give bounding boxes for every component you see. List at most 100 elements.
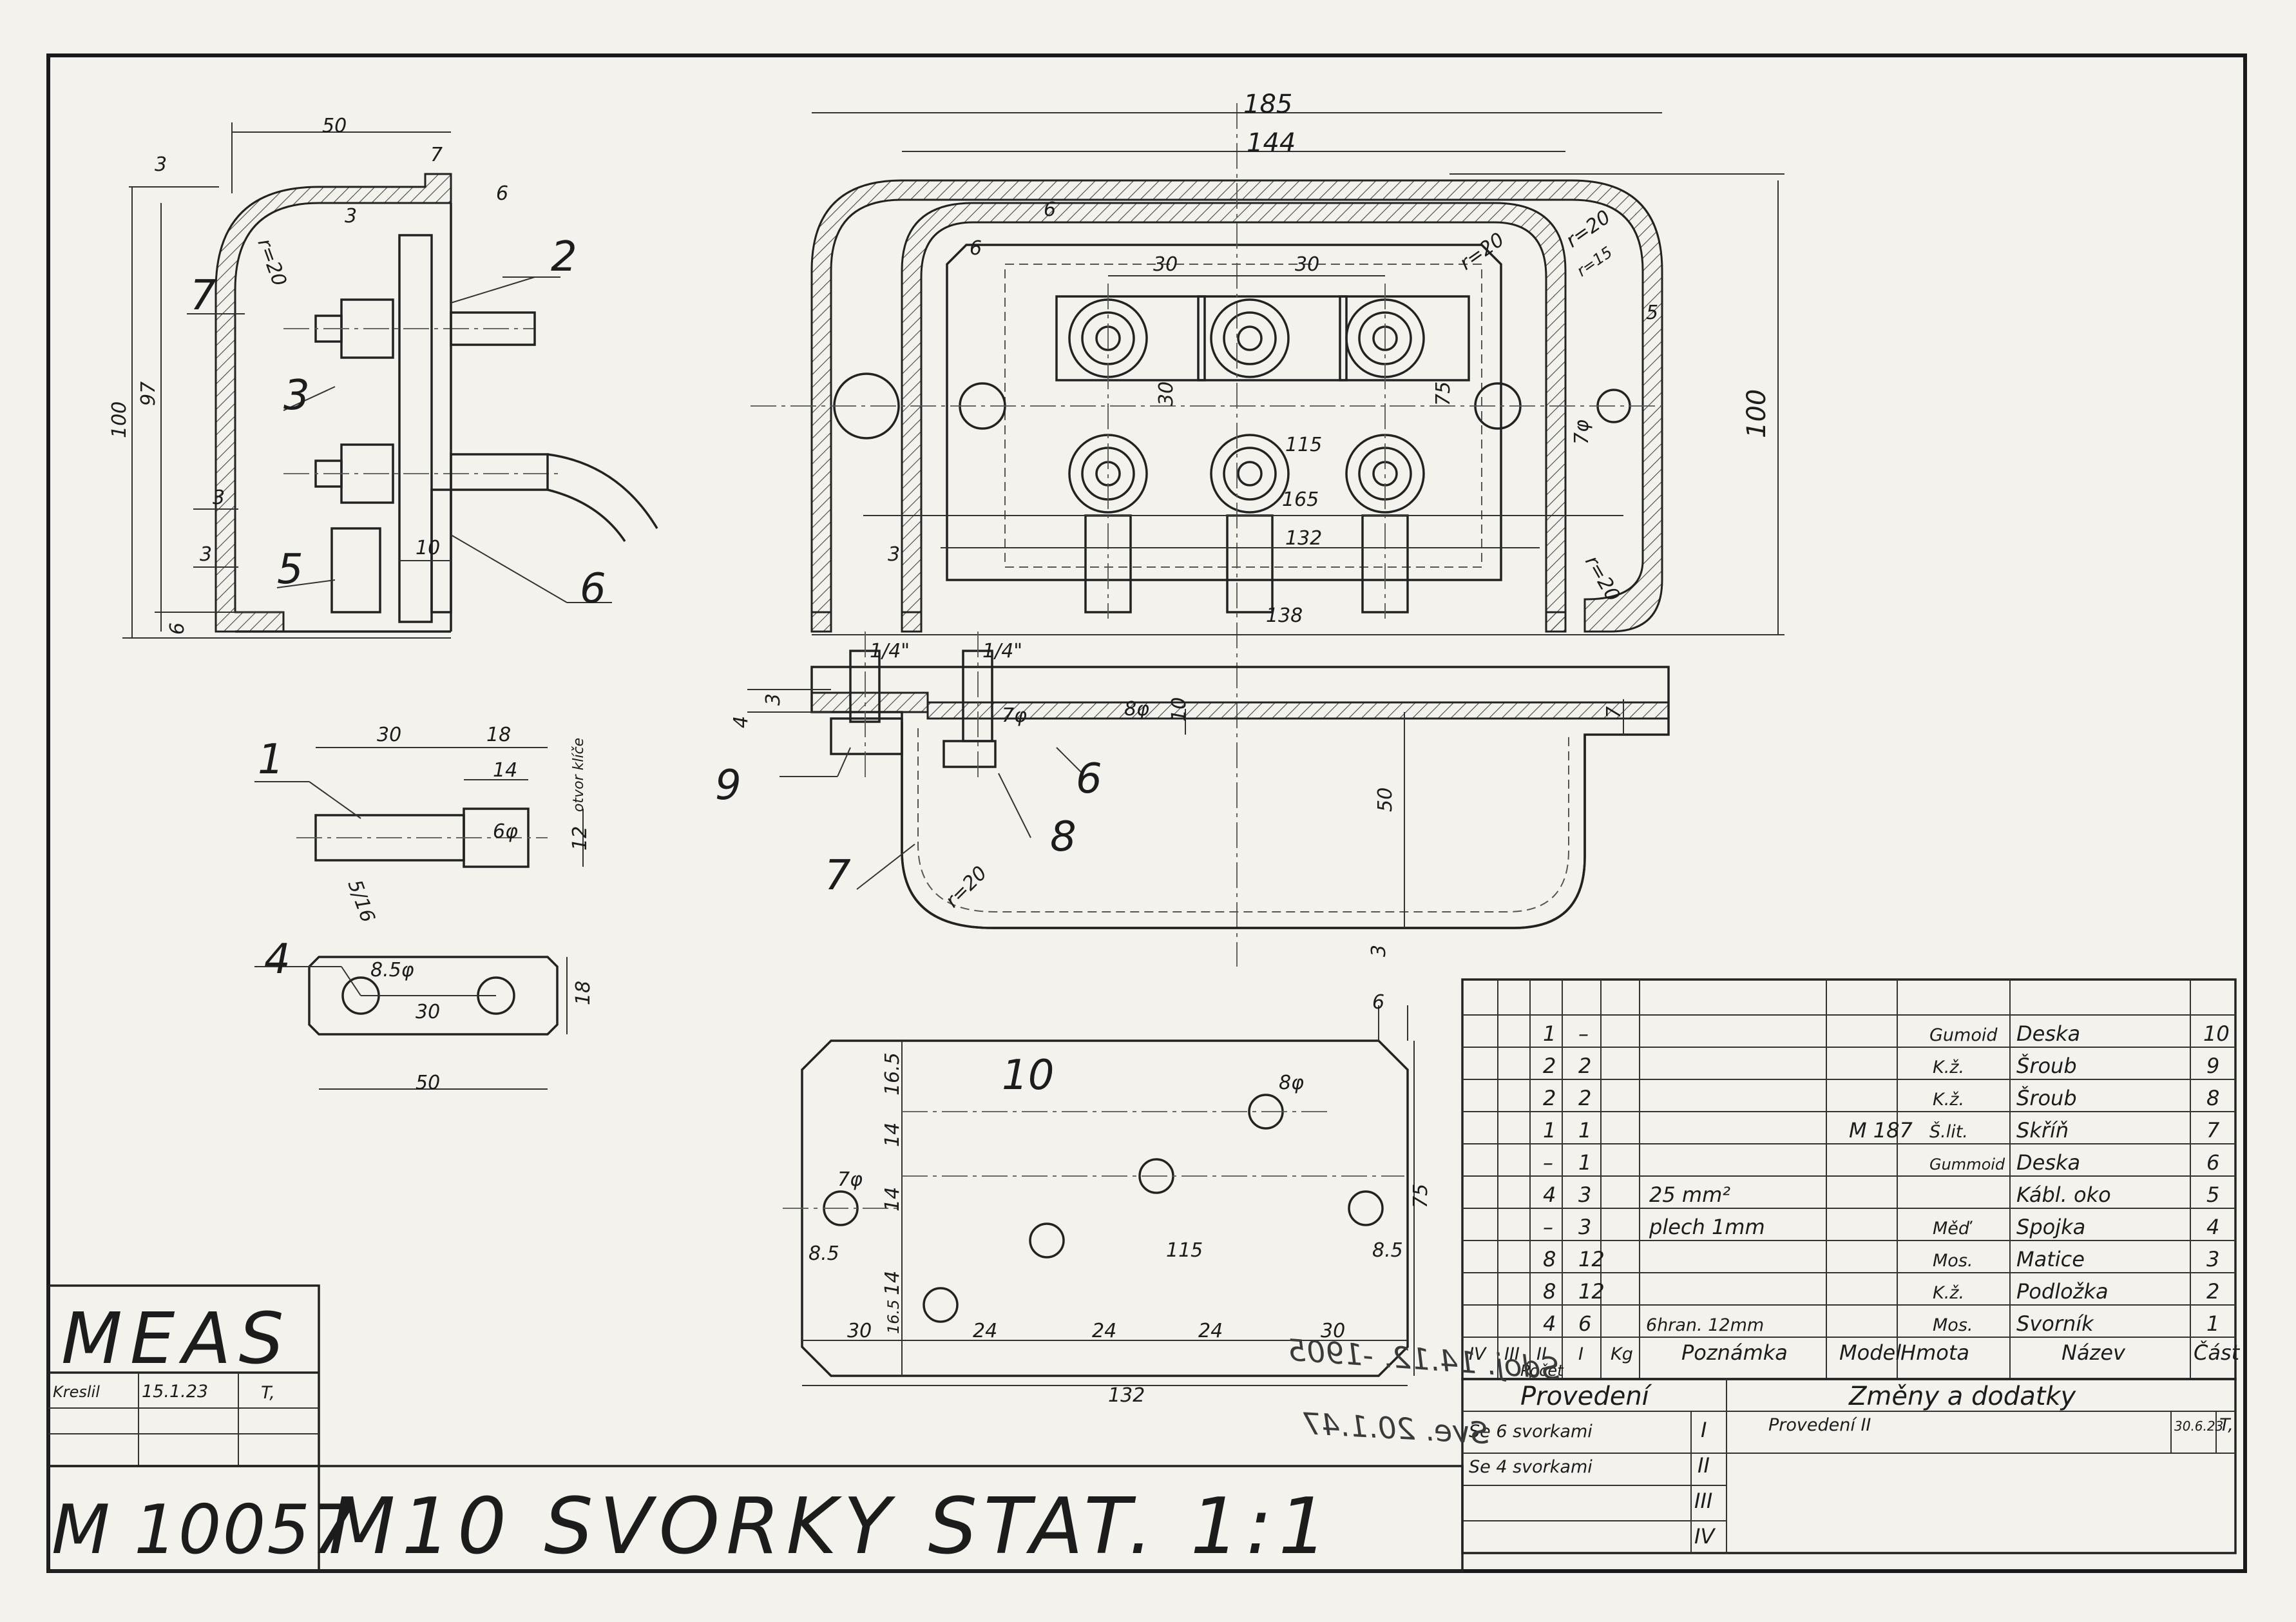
dim-front-h3b: 3 <box>1368 945 1390 957</box>
change-text: Provedení II <box>1768 1415 1871 1435</box>
dim-link-h18: 18 <box>572 981 595 1005</box>
part-label-5: 5 <box>277 546 303 594</box>
part-label-7: 7 <box>190 272 216 320</box>
dim-plate-h14c: 14 <box>881 1271 904 1295</box>
dim-link-w50: 50 <box>416 1072 440 1094</box>
header-hmota: Hmota <box>1900 1340 1969 1365</box>
row-qty-ii: 1 <box>1543 1021 1556 1046</box>
dim-top-d7: 7φ <box>1571 420 1593 445</box>
dim-side-h100: 100 <box>108 401 131 438</box>
dim-top-w132: 132 <box>1285 527 1322 550</box>
row-part: 8 <box>2206 1086 2219 1110</box>
part-label-8: 8 <box>1050 813 1076 861</box>
row-part: 3 <box>2206 1247 2219 1271</box>
part-label-2: 2 <box>551 233 577 281</box>
row-name: Skříň <box>2016 1118 2069 1143</box>
dim-side-h6b: 6 <box>166 623 189 635</box>
part-label-6b: 6 <box>1076 755 1102 803</box>
header-col1: I <box>1578 1344 1583 1364</box>
header-pocet: Počet <box>1520 1362 1564 1380</box>
dim-bolt-w14: 14 <box>493 759 517 782</box>
drawn-initial: T, <box>261 1383 275 1403</box>
row-qty-ii: 2 <box>1543 1054 1556 1078</box>
parts-row: – 1 Gummoid Deska 6 <box>1543 1150 2219 1175</box>
dim-plate-w85b: 8.5 <box>1372 1239 1403 1262</box>
dim-top-h100: 100 <box>1742 389 1772 438</box>
row-material: K.ž. <box>1933 1283 1964 1303</box>
header-kg: Kg <box>1611 1344 1633 1364</box>
dim-side-h97: 97 <box>137 381 160 406</box>
dim-bolt-d6: 6φ <box>493 820 518 843</box>
dim-front-h50: 50 <box>1374 787 1397 812</box>
dim-front-h7: 7 <box>1603 706 1625 719</box>
dim-plate-w132: 132 <box>1108 1384 1145 1407</box>
row-qty-i: 2 <box>1578 1054 1591 1078</box>
variants-table: Provedení Změny a dodatky Se 6 svorkami … <box>1461 1378 2237 1554</box>
side-view: 50 7 3 6 3 r=20 100 97 3 3 6 10 2 3 5 6 … <box>108 115 658 639</box>
parts-row: – 3 plech 1mm Měď Spojka 4 <box>1543 1215 2219 1239</box>
dim-top-w5: 5 <box>1646 302 1658 324</box>
company-logo: MEAS <box>61 1297 291 1380</box>
row-part: 6 <box>2206 1150 2219 1175</box>
variants-header: Provedení <box>1520 1382 1652 1411</box>
dim-plate-w24b: 24 <box>1092 1320 1116 1342</box>
variant-num: IV <box>1694 1524 1716 1549</box>
dim-plate-w30a: 30 <box>847 1320 872 1342</box>
parts-row: 4 3 25 mm² Kábl. oko 5 <box>1543 1183 2219 1207</box>
dim-plate-w30b: 30 <box>1321 1320 1345 1342</box>
row-qty-i: 1 <box>1578 1150 1591 1175</box>
variant-row: III <box>1694 1489 1712 1513</box>
header-col4: IV <box>1469 1344 1488 1364</box>
dim-plate-w24c: 24 <box>1198 1320 1223 1342</box>
dim-link-w30: 30 <box>416 1001 440 1023</box>
header-model: Model <box>1839 1340 1901 1365</box>
dim-side-w10: 10 <box>416 537 440 559</box>
row-name: Podložka <box>2016 1279 2109 1304</box>
dim-side-h6: 6 <box>496 182 508 205</box>
dim-plate-h165a: 16.5 <box>881 1052 904 1096</box>
row-qty-ii: – <box>1543 1215 1553 1239</box>
row-note: 6hran. 12mm <box>1646 1315 1764 1335</box>
plate-detail: 6 16.5 14 14 14 16.5 7φ 8φ 8.5 8.5 115 7… <box>783 991 1432 1407</box>
dim-bolt-key: otvor klíče <box>571 738 587 812</box>
row-qty-ii: 1 <box>1543 1118 1556 1143</box>
dim-front-r20: r=20 <box>941 862 991 912</box>
drawn-date: 15.1.23 <box>142 1382 208 1402</box>
row-material: Mos. <box>1933 1315 1973 1335</box>
row-material: Gumoid <box>1929 1025 1998 1045</box>
header-cast: Část <box>2194 1340 2241 1365</box>
dim-plate-h14b: 14 <box>881 1187 904 1212</box>
dim-side-w50: 50 <box>322 115 347 137</box>
parts-table-header: IV III II I Počet Kg Poznámka Model Hmot… <box>1469 1340 2241 1380</box>
dim-top-w30a: 30 <box>1153 253 1178 276</box>
dim-top-w165: 165 <box>1282 488 1319 511</box>
dim-front-h10: 10 <box>1168 697 1191 722</box>
top-view: 185 144 6 6 30 30 r=20 r=20 r=15 5 30 75… <box>751 90 1784 967</box>
row-material: Mos. <box>1933 1251 1973 1271</box>
dim-plate-h165b: 16.5 <box>885 1300 903 1334</box>
row-name: Matice <box>2016 1247 2085 1271</box>
parts-row: 1 1 M 187 Š.lit. Skříň 7 <box>1543 1118 2220 1143</box>
row-qty-i: 2 <box>1578 1086 1591 1110</box>
row-qty-i: 12 <box>1578 1247 1605 1271</box>
front-view: 1/4" 1/4" 4 3 7φ 8φ 10 7 50 r=20 3 9 8 6… <box>715 632 1670 957</box>
variant-label: Se 6 svorkami <box>1469 1422 1593 1442</box>
dim-bolt-h12: 12 <box>569 826 591 851</box>
dim-front-h3: 3 <box>762 693 785 706</box>
row-part: 1 <box>2206 1311 2219 1336</box>
parts-row: 2 2 K.ž. Šroub 8 <box>1543 1085 2219 1110</box>
header-col3: III <box>1504 1344 1520 1364</box>
parts-row: 8 12 K.ž. Podložka 2 <box>1543 1279 2219 1304</box>
row-name: Deska <box>2016 1021 2080 1046</box>
drawing-number: M 10057 <box>52 1491 356 1569</box>
parts-row: 2 2 K.ž. Šroub 9 <box>1543 1053 2219 1078</box>
row-part: 2 <box>2206 1279 2219 1304</box>
row-qty-ii: 8 <box>1543 1279 1556 1304</box>
variant-num: III <box>1694 1489 1712 1513</box>
drawn-label: Kreslil <box>53 1383 100 1401</box>
dim-plate-h14a: 14 <box>881 1123 904 1147</box>
row-part: 4 <box>2206 1215 2219 1239</box>
dim-bolt-w30: 30 <box>377 724 401 746</box>
